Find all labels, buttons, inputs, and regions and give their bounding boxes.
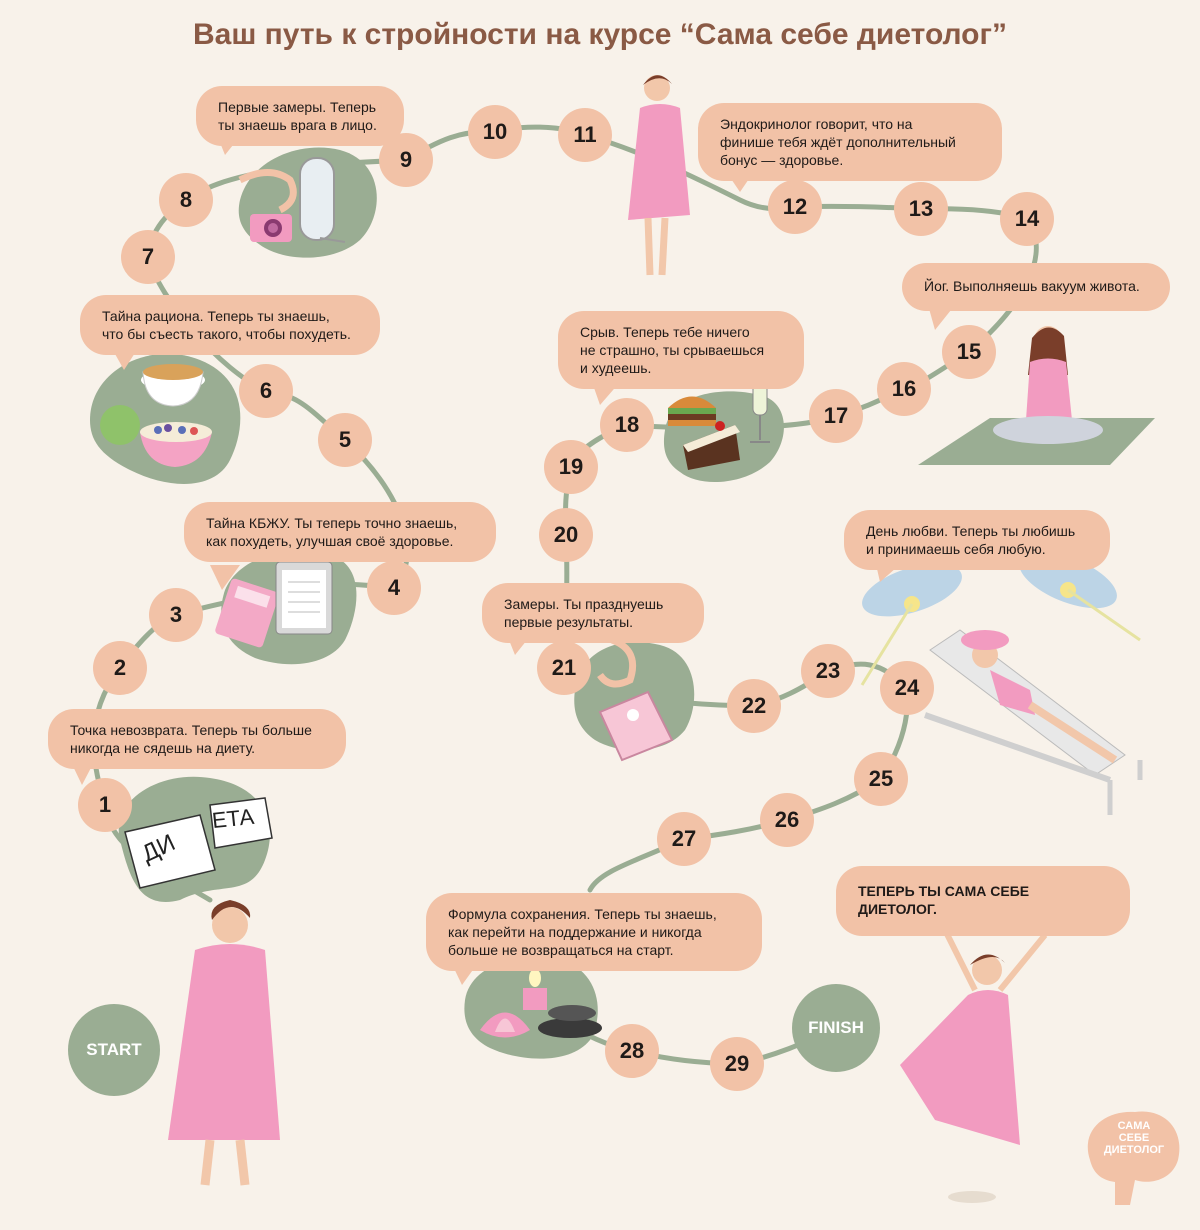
woman-doctor-icon	[628, 75, 690, 276]
apple-icon	[100, 405, 140, 445]
step-26: 26	[760, 793, 814, 847]
measuring-tape-icon	[238, 169, 297, 214]
step-20: 20	[539, 508, 593, 562]
logo-brain-icon	[1087, 1111, 1180, 1205]
sun-lounger-icon	[924, 629, 1143, 815]
bubble-step-6: Тайна рациона. Теперь ты знаешь, что бы …	[80, 295, 380, 355]
step-19: 19	[544, 440, 598, 494]
bathroom-scale-icon	[598, 690, 674, 762]
step-13: 13	[894, 182, 948, 236]
stones-icon	[538, 1005, 602, 1038]
bubble-step-1: Точка невозврата. Теперь ты больше никог…	[48, 709, 346, 769]
paper-word-2: ЕТА	[210, 803, 256, 834]
step-4: 4	[367, 561, 421, 615]
brand-logo: САМА СЕБЕ ДИЕТОЛОГ	[1103, 1120, 1165, 1156]
step-1: 1	[78, 778, 132, 832]
bubble-step-24: День любви. Теперь ты любишь и принимаеш…	[844, 510, 1110, 570]
step-16: 16	[877, 362, 931, 416]
bubble-step-15: Йог. Выполняешь вакуум живота.	[902, 263, 1170, 311]
step-15: 15	[942, 325, 996, 379]
step-17: 17	[809, 389, 863, 443]
step-24: 24	[880, 661, 934, 715]
step-6: 6	[239, 364, 293, 418]
step-10: 10	[468, 105, 522, 159]
step-21: 21	[537, 641, 591, 695]
step-11: 11	[558, 108, 612, 162]
finish-node: FINISH	[792, 984, 880, 1072]
step-25: 25	[854, 752, 908, 806]
step-7: 7	[121, 230, 175, 284]
step-18: 18	[600, 398, 654, 452]
step-12: 12	[768, 180, 822, 234]
step-14: 14	[1000, 192, 1054, 246]
bubble-final: ТЕПЕРЬ ТЫ САМА СЕБЕ ДИЕТОЛОГ.	[836, 866, 1130, 936]
clipboard-icon	[275, 561, 333, 635]
tea-cup-icon	[141, 364, 205, 407]
cake-icon	[683, 421, 740, 470]
step-3: 3	[149, 588, 203, 642]
measuring-tape2-icon	[597, 636, 637, 688]
page-title: Ваш путь к стройности на курсе “Сама себ…	[192, 18, 1007, 51]
torn-paper-icon	[124, 797, 273, 889]
woman-start-icon	[168, 900, 280, 1186]
step-5: 5	[318, 413, 372, 467]
step-22: 22	[727, 679, 781, 733]
step-29: 29	[710, 1037, 764, 1091]
calculator-icon	[215, 578, 279, 648]
bubble-step-3: Тайна КБЖУ. Ты теперь точно знаешь, как …	[184, 502, 496, 562]
start-node: START	[68, 1004, 160, 1096]
step-2: 2	[93, 641, 147, 695]
step-27: 27	[657, 812, 711, 866]
oatmeal-bowl-icon	[140, 422, 212, 467]
woman-yoga-icon	[993, 326, 1103, 444]
mirror-icon	[299, 157, 346, 243]
bubble-step-12: Эндокринолог говорит, что на финише тебя…	[698, 103, 1002, 181]
lotus-icon	[480, 1012, 530, 1038]
woman-lounger-icon	[961, 630, 1118, 764]
candle-icon	[523, 969, 547, 1010]
camera-icon	[250, 214, 292, 242]
bubble-step-21: Замеры. Ты празднуешь первые результаты.	[482, 583, 704, 643]
burger-icon	[668, 396, 716, 426]
step-8: 8	[159, 173, 213, 227]
bubble-step-18: Срыв. Теперь тебе ничего не страшно, ты …	[558, 311, 804, 389]
bubble-step-28: Формула сохранения. Теперь ты знаешь, ка…	[426, 893, 762, 971]
woman-jumping-icon	[900, 928, 1048, 1203]
step-28: 28	[605, 1024, 659, 1078]
bubble-step-9: Первые замеры. Теперь ты знаешь врага в …	[196, 86, 404, 146]
step-23: 23	[801, 644, 855, 698]
